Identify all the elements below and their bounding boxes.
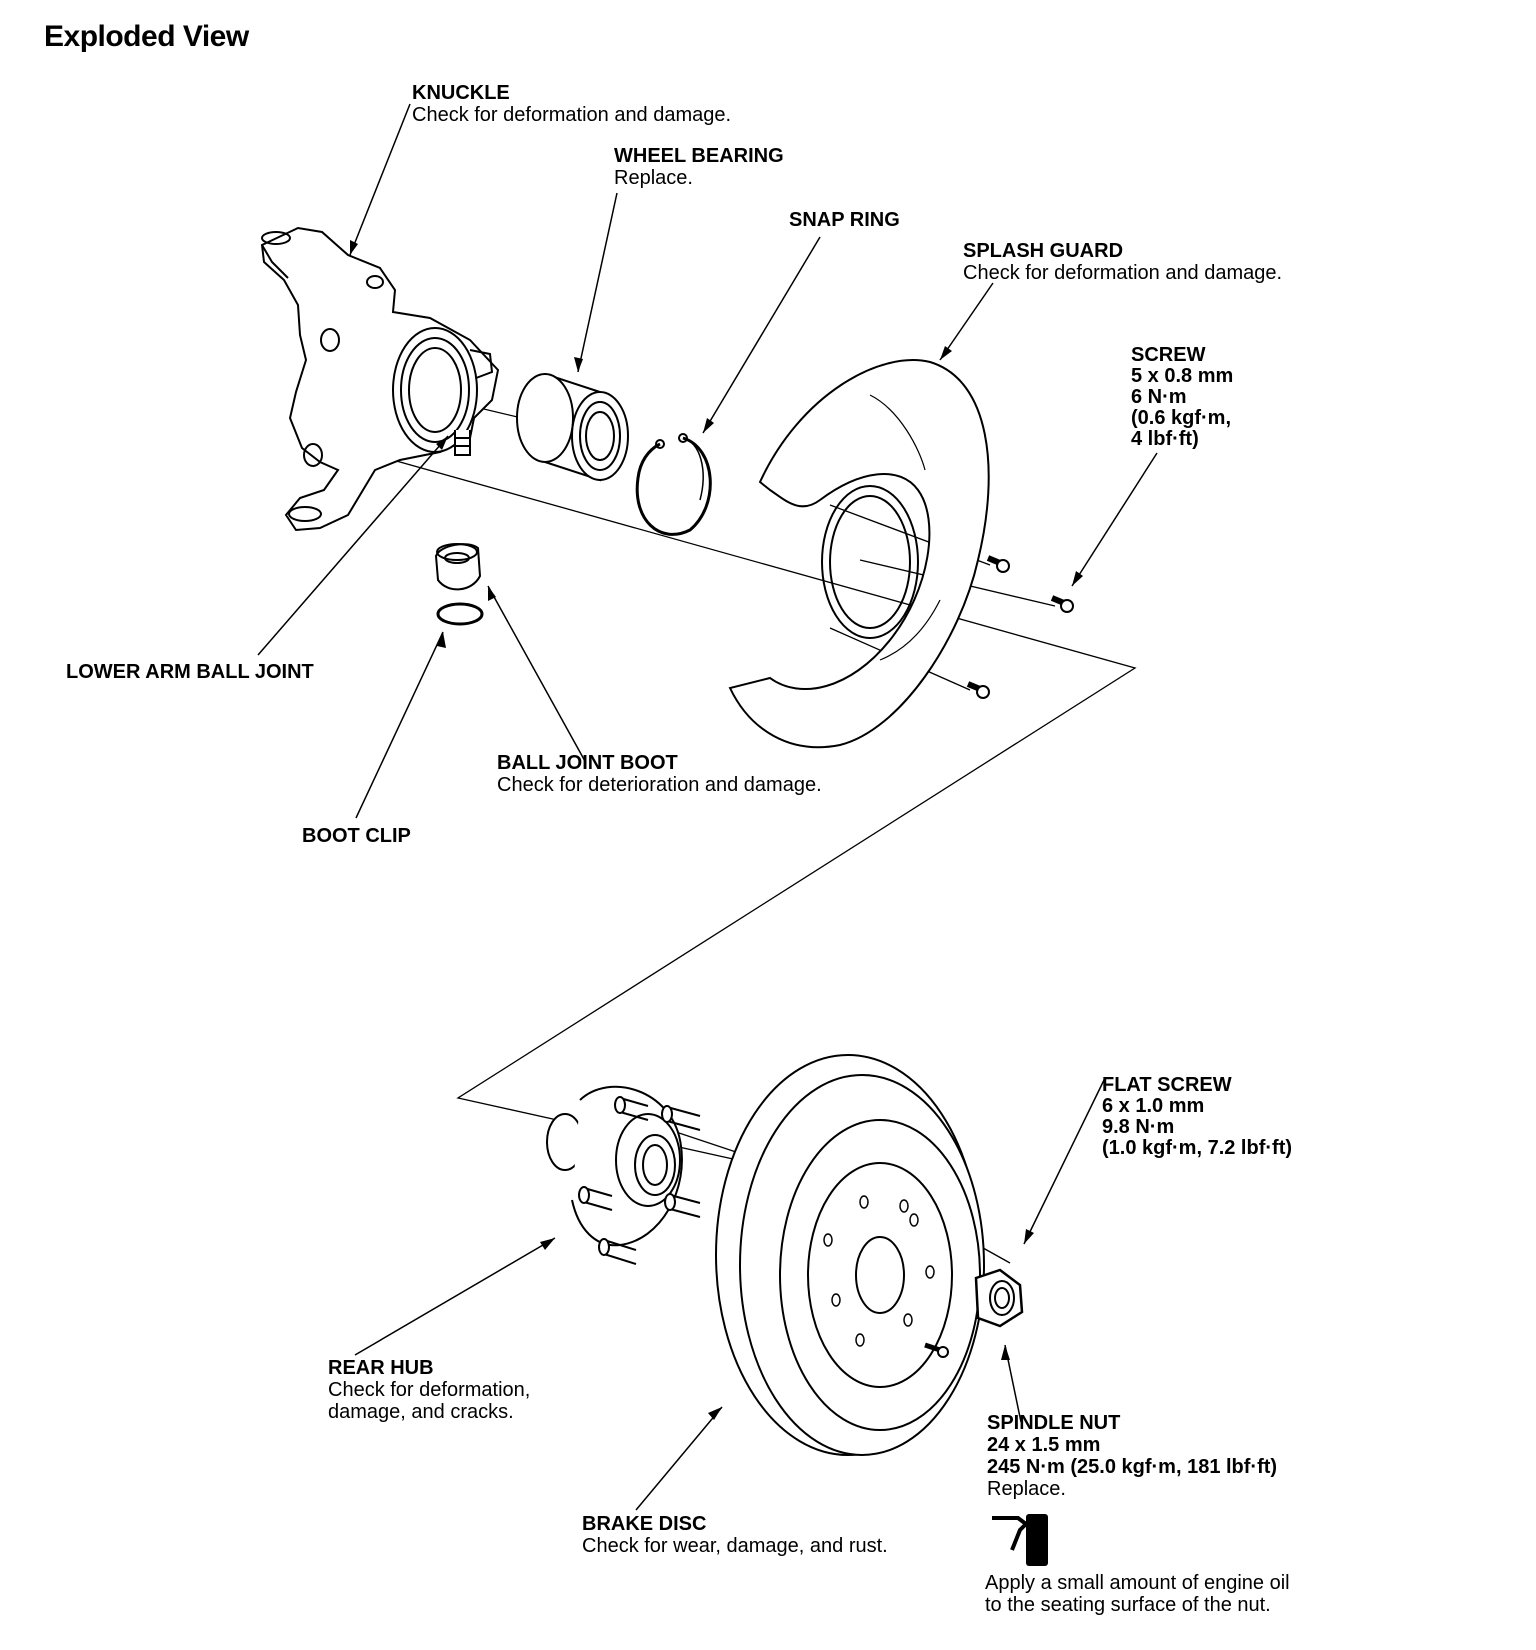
- snap-ring-label: SNAP RING: [789, 209, 900, 231]
- oil-can-icon: [992, 1514, 1048, 1566]
- flat-screw-name: FLAT SCREW: [1102, 1074, 1232, 1096]
- leader-lines: [257, 103, 1158, 1511]
- screw-label: SCREW 5 x 0.8 mm 6 N·m (0.6 kgf·m, 4 lbf…: [1131, 345, 1233, 450]
- knuckle-desc: Check for deformation and damage.: [412, 104, 732, 126]
- splash-guard-label: SPLASH GUARD Check for deformation and d…: [963, 240, 1282, 284]
- flat-screw-spec-kgf: (1.0 kgf·m, 7.2 lbf·ft): [1102, 1137, 1293, 1159]
- wheel-bearing-label: WHEEL BEARING Replace.: [614, 145, 784, 189]
- splash-guard-name: SPLASH GUARD: [963, 240, 1124, 262]
- oil-note: Apply a small amount of engine oil to th…: [985, 1572, 1290, 1616]
- rear-hub-label: REAR HUB Check for deformation, damage, …: [328, 1357, 530, 1423]
- flat-screw-spec-torque: 9.8 N·m: [1102, 1116, 1175, 1138]
- rear-hub-desc-2: damage, and cracks.: [328, 1401, 514, 1423]
- rear-hub-desc-1: Check for deformation,: [328, 1379, 531, 1401]
- flat-screw-spec-size: 6 x 1.0 mm: [1102, 1095, 1205, 1117]
- wheel-bearing-part: [516, 373, 629, 482]
- screw-name: SCREW: [1131, 344, 1206, 366]
- ball-joint-boot-part: [434, 543, 482, 591]
- screw-spec-torque: 6 N·m: [1131, 386, 1187, 408]
- leader-arrowheads: [350, 240, 1083, 1420]
- brake-disc-label: BRAKE DISC Check for wear, damage, and r…: [582, 1513, 888, 1557]
- flat-screw-label: FLAT SCREW 6 x 1.0 mm 9.8 N·m (1.0 kgf·m…: [1102, 1075, 1292, 1159]
- wheel-bearing-name: WHEEL BEARING: [614, 145, 784, 167]
- brake-disc-part: [715, 1054, 985, 1456]
- ball-joint-boot-label: BALL JOINT BOOT Check for deterioration …: [497, 752, 822, 796]
- wheel-bearing-desc: Replace.: [614, 167, 693, 189]
- lower-arm-ball-joint-name: LOWER ARM BALL JOINT: [66, 661, 314, 683]
- knuckle-name: KNUCKLE: [412, 82, 510, 104]
- rear-hub-part: [546, 1085, 701, 1265]
- screw-spec-lbf: 4 lbf·ft): [1131, 428, 1199, 450]
- brake-disc-desc: Check for wear, damage, and rust.: [582, 1535, 888, 1557]
- spindle-nut-part: [974, 1268, 1024, 1328]
- page-title: Exploded View: [44, 20, 249, 53]
- splash-guard-desc: Check for deformation and damage.: [963, 262, 1283, 284]
- ball-joint-boot-name: BALL JOINT BOOT: [497, 752, 678, 774]
- knuckle-label: KNUCKLE Check for deformation and damage…: [412, 82, 731, 126]
- spindle-nut-spec-torque: 245 N·m (25.0 kgf·m, 181 lbf·ft): [987, 1456, 1278, 1478]
- knuckle-part: [260, 226, 500, 532]
- spindle-nut-spec-size: 24 x 1.5 mm: [987, 1434, 1101, 1456]
- spindle-nut-desc: Replace.: [987, 1478, 1066, 1500]
- oil-note-line-2: to the seating surface of the nut.: [985, 1594, 1271, 1616]
- oil-icon-label: OIL: [1048, 1524, 1060, 1544]
- screw-spec-size: 5 x 0.8 mm: [1131, 365, 1234, 387]
- spindle-nut-name: SPINDLE NUT: [987, 1412, 1121, 1434]
- lower-arm-ball-joint-label: LOWER ARM BALL JOINT: [66, 661, 314, 683]
- screw-spec-kgf: (0.6 kgf·m,: [1131, 407, 1232, 429]
- boot-clip-label: BOOT CLIP: [302, 825, 411, 847]
- splash-guard-screws: [966, 555, 1074, 699]
- brake-disc-name: BRAKE DISC: [582, 1513, 707, 1535]
- spindle-nut-label: SPINDLE NUT 24 x 1.5 mm 245 N·m (25.0 kg…: [987, 1412, 1277, 1500]
- ball-joint-boot-desc: Check for deterioration and damage.: [497, 774, 822, 796]
- rear-hub-name: REAR HUB: [328, 1357, 434, 1379]
- oil-note-line-1: Apply a small amount of engine oil: [985, 1572, 1290, 1594]
- boot-clip-part: [436, 602, 484, 626]
- boot-clip-name: BOOT CLIP: [302, 825, 411, 847]
- snap-ring-name: SNAP RING: [789, 209, 900, 231]
- splash-guard-part: [728, 359, 990, 749]
- snap-ring-part: [635, 433, 712, 536]
